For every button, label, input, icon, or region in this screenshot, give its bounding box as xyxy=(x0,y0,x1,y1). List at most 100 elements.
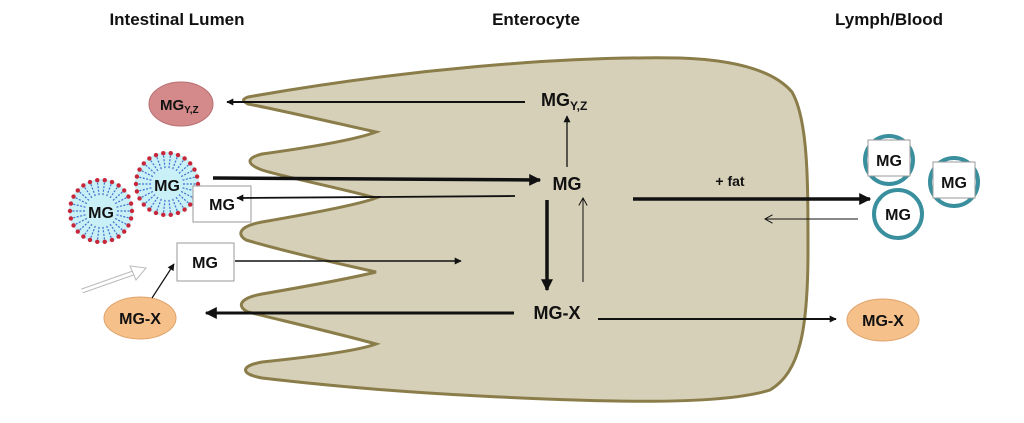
micelle-head xyxy=(141,202,146,207)
micelle-tail xyxy=(182,176,196,181)
micelle-head xyxy=(175,210,181,216)
micelle-tail xyxy=(96,226,100,240)
micelle-tail xyxy=(72,214,86,219)
micelle-head xyxy=(67,208,73,214)
micelle-head xyxy=(75,188,80,193)
mg-center-label: MG xyxy=(553,174,582,194)
header-intestinal-lumen: Intestinal Lumen xyxy=(109,10,244,29)
micelle-head xyxy=(137,167,142,172)
micelle-head xyxy=(147,156,152,161)
micelle-tail xyxy=(106,183,112,197)
micelle-tail xyxy=(116,214,130,219)
lipoprotein-1-label: MG xyxy=(876,153,902,170)
micelle-tail xyxy=(172,156,178,170)
micelle-head xyxy=(188,202,193,207)
micelle-head xyxy=(126,194,131,199)
micelle-head xyxy=(116,183,121,188)
lipoprotein-3-label: MG xyxy=(885,207,911,224)
lipoprotein-2-label: MG xyxy=(941,175,967,192)
micelle-head xyxy=(95,178,100,183)
micelle-head xyxy=(126,223,131,228)
micelle-tail xyxy=(109,223,118,236)
micelle-core xyxy=(69,179,133,243)
micelle-tail xyxy=(112,191,124,201)
micelle-head xyxy=(102,178,107,183)
micelle-tail xyxy=(138,176,152,181)
micelle-tail xyxy=(141,190,154,199)
lipoprotein-1-box xyxy=(867,139,911,177)
micelle-tail xyxy=(72,203,86,208)
micelle-head xyxy=(109,237,115,243)
micelle-tail xyxy=(116,203,130,208)
mgyz-lumen-oval xyxy=(148,81,214,127)
mgx-lumen-oval xyxy=(103,296,177,340)
micelle-head xyxy=(195,181,201,187)
micelle-tail xyxy=(109,186,118,199)
micelle-head xyxy=(122,188,127,193)
micelle-head xyxy=(134,189,140,194)
mg-box-1 xyxy=(192,185,252,223)
micelle-head xyxy=(122,229,127,234)
micelle-head xyxy=(133,181,139,187)
micelle-head xyxy=(141,161,146,166)
micelle-head xyxy=(116,234,121,239)
incoming-hollow-arrow xyxy=(81,265,147,294)
micelle-head xyxy=(128,216,134,221)
micelle-head xyxy=(87,179,93,185)
micelle-tail xyxy=(150,159,159,172)
micelle-head xyxy=(188,161,193,166)
micelle-tail xyxy=(102,226,106,240)
micelle-2-label: MG xyxy=(154,178,180,195)
micelle-tail xyxy=(168,199,172,213)
header-lymph-blood: Lymph/Blood xyxy=(835,10,943,29)
micelle-tail xyxy=(90,225,96,239)
lipoprotein-3 xyxy=(872,188,924,240)
micelle-tail xyxy=(106,225,112,239)
micelle-head xyxy=(81,234,86,239)
mg-box-2 xyxy=(176,242,235,282)
micelle-tail xyxy=(112,221,124,231)
micelle-tail xyxy=(172,198,178,212)
micelle-tail xyxy=(75,217,88,226)
micelle-tail xyxy=(162,155,166,169)
micelle-tail xyxy=(175,196,184,209)
micelle-head xyxy=(153,210,159,216)
micelle-tail xyxy=(84,186,93,199)
lipoprotein-2-box xyxy=(932,161,976,199)
micelle-head xyxy=(153,152,159,158)
micelle-head xyxy=(194,174,200,179)
micelle-head xyxy=(128,201,134,206)
fat-label: + fat xyxy=(715,173,745,189)
micelle-tail xyxy=(144,164,156,174)
micelle-head xyxy=(81,183,86,188)
micelle-1-label: MG xyxy=(88,205,114,222)
micelle-tail xyxy=(141,169,154,178)
mgx-center-label: MG-X xyxy=(534,303,581,323)
micelle-head xyxy=(192,167,197,172)
micelle-tail xyxy=(175,159,184,172)
micelle-1 xyxy=(67,178,135,244)
arrow-micelle-to-mg xyxy=(212,173,542,186)
header-enterocyte: Enterocyte xyxy=(492,10,580,29)
micelle-tail xyxy=(180,169,193,178)
micelle-head xyxy=(168,151,173,156)
micelle-head xyxy=(161,212,166,217)
micelle-head xyxy=(134,174,140,179)
micelle-head xyxy=(68,216,74,221)
micelle-tail xyxy=(168,155,172,169)
micelle-tail xyxy=(114,196,127,205)
micelle-head xyxy=(68,201,74,206)
enterocyte-cell xyxy=(239,56,810,403)
micelle-head xyxy=(109,179,115,185)
micelle-head xyxy=(95,239,100,244)
micelle-tail xyxy=(156,156,162,170)
micelle-head xyxy=(102,239,107,244)
micelle-head xyxy=(71,223,76,228)
mgyz-center-label: MGY,Z xyxy=(541,90,587,113)
micelle-tail xyxy=(178,194,190,204)
micelle-tail xyxy=(75,196,88,205)
micelle-tail xyxy=(78,221,90,231)
mgx-lumen-label: MG-X xyxy=(119,311,161,328)
micelle-tail xyxy=(138,187,152,192)
